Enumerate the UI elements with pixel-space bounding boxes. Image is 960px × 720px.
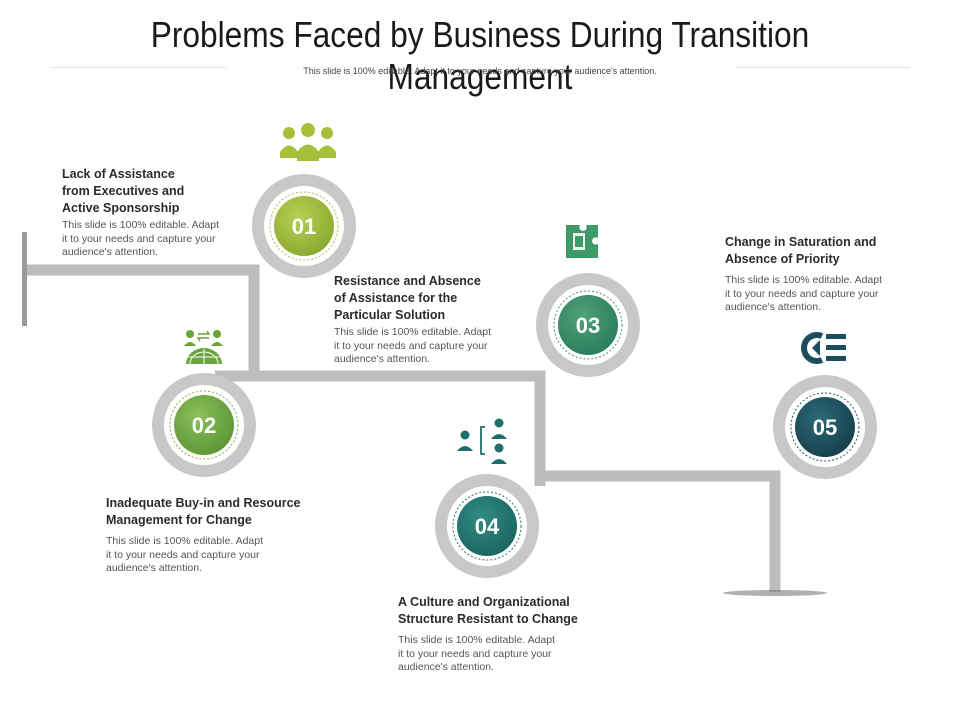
step-01-heading: Lack of Assistance from Executives and A… [62, 167, 185, 215]
title-divider-right [735, 67, 910, 68]
page-title: Problems Faced by Business During Transi… [150, 14, 810, 97]
track-lines [26, 264, 781, 592]
step-number-01: 01 [292, 214, 316, 239]
step-04-text: A Culture and Organizational Structure R… [398, 594, 638, 675]
step-03-description: This slide is 100% editable. Adapt it to… [334, 326, 492, 365]
step-05-text: Change in Saturation and Absence of Prio… [725, 234, 925, 315]
organization-chart-icon [457, 418, 507, 464]
step-node-04: 04 [435, 474, 539, 578]
step-02-text: Inadequate Buy-in and Resource Managemen… [106, 495, 346, 576]
step-number-04: 04 [475, 514, 500, 539]
step-04-heading: A Culture and Organizational Structure R… [398, 595, 578, 626]
puzzle-icon [566, 225, 598, 258]
step-05-heading: Change in Saturation and Absence of Prio… [725, 235, 877, 266]
title-divider-left [52, 67, 227, 68]
team-icon [280, 123, 336, 161]
step-02-heading: Inadequate Buy-in and Resource Managemen… [106, 496, 301, 527]
change-icon [801, 332, 846, 364]
step-node-02: 02 [152, 373, 256, 477]
step-number-03: 03 [576, 313, 600, 338]
global-network-icon [184, 330, 223, 365]
step-05-description: This slide is 100% editable. Adapt it to… [725, 274, 883, 313]
step-01-text: Lack of Assistance from Executives and A… [62, 166, 262, 260]
step-04-description: This slide is 100% editable. Adapt it to… [398, 634, 556, 673]
track-end-shadow [723, 590, 827, 596]
step-node-05: 05 [773, 375, 877, 479]
step-03-heading: Resistance and Absence of Assistance for… [334, 274, 481, 322]
step-02-description: This slide is 100% editable. Adapt it to… [106, 535, 264, 574]
step-03-text: Resistance and Absence of Assistance for… [334, 273, 534, 367]
step-node-03: 03 [536, 273, 640, 377]
track-start-cap [22, 232, 27, 326]
step-node-01: 01 [252, 174, 356, 278]
step-number-05: 05 [813, 415, 837, 440]
step-01-description: This slide is 100% editable. Adapt it to… [62, 219, 220, 258]
page-subtitle: This slide is 100% editable. Adapt it to… [303, 66, 657, 76]
step-number-02: 02 [192, 413, 216, 438]
